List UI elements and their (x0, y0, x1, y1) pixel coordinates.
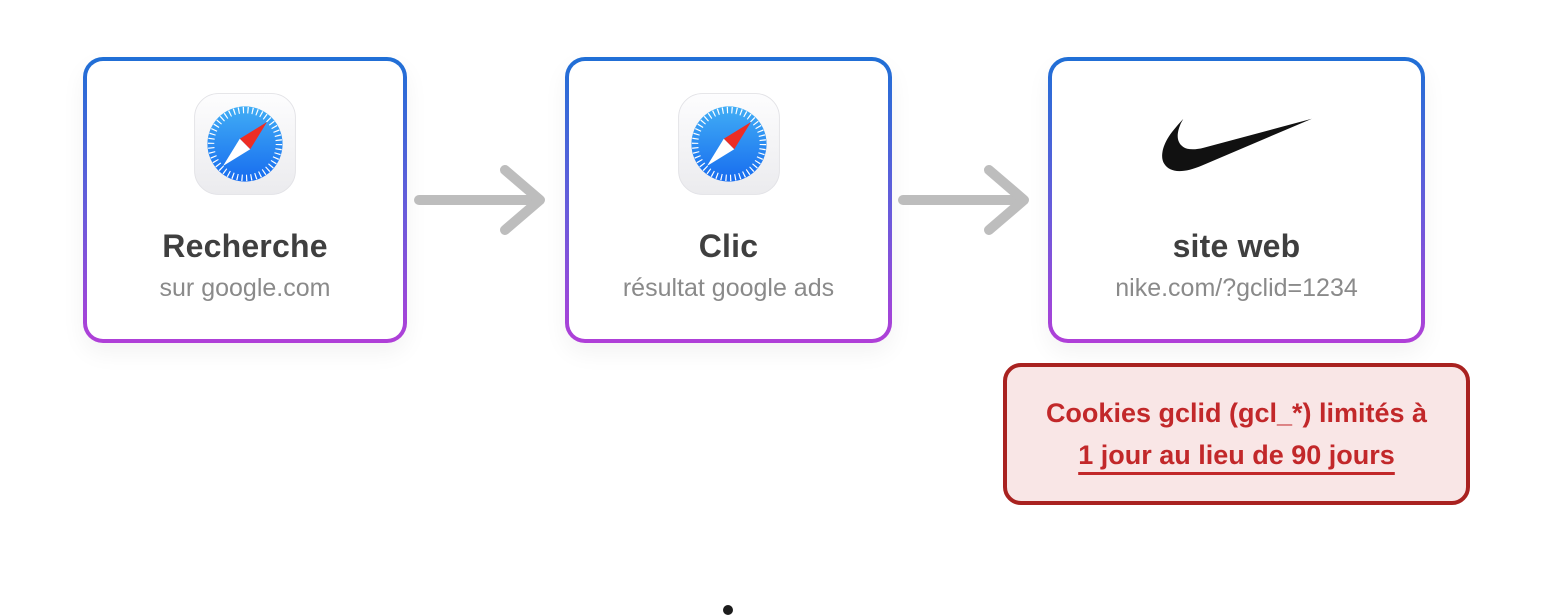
bottom-dot (723, 605, 733, 615)
step-card-clic: Clic résultat google ads (565, 57, 892, 343)
step-card-site-web-body: site web nike.com/?gclid=1234 (1052, 61, 1421, 339)
step-title: Recherche (162, 228, 328, 264)
step-card-recherche-body: Recherche sur google.com (87, 61, 403, 339)
step-title: Clic (698, 228, 759, 264)
step-card-clic-body: Clic résultat google ads (569, 61, 888, 339)
step-subtitle: sur google.com (159, 274, 331, 302)
warning-line-1: Cookies gclid (gcl_*) limités à (1045, 398, 1428, 428)
step-subtitle: nike.com/?gclid=1234 (1115, 274, 1358, 302)
step-card-recherche: Recherche sur google.com (83, 57, 407, 343)
flow-arrow-icon (414, 165, 545, 235)
safari-icon (190, 88, 300, 200)
nike-logo-icon (1161, 88, 1312, 200)
cookie-limit-warning: Cookies gclid (gcl_*) limités à 1 jour a… (1003, 363, 1470, 505)
warning-line-2: 1 jour au lieu de 90 jours (1078, 440, 1395, 470)
step-subtitle: résultat google ads (622, 274, 835, 302)
step-card-site-web: site web nike.com/?gclid=1234 (1048, 57, 1425, 343)
flow-arrow-icon (898, 165, 1029, 235)
safari-icon (674, 88, 784, 200)
step-title: site web (1172, 228, 1301, 264)
